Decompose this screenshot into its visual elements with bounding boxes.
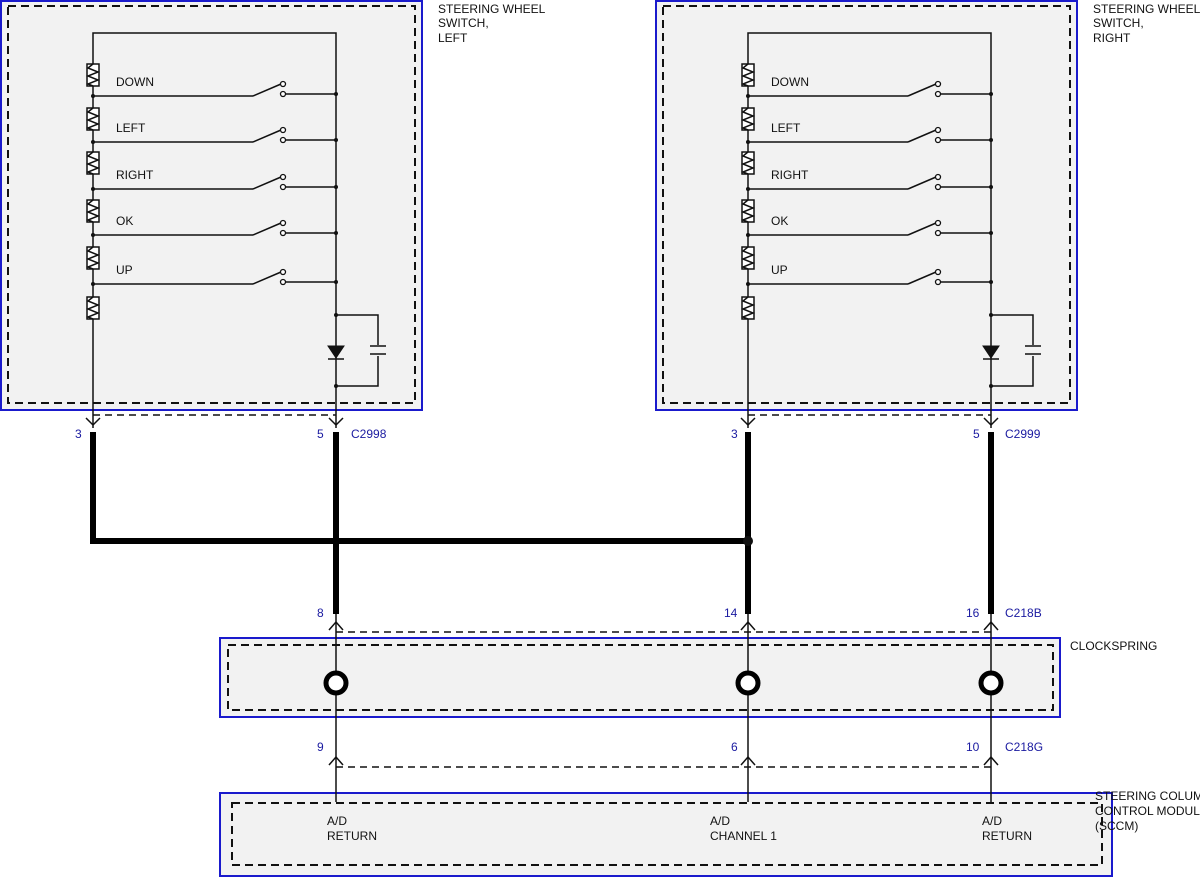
clockspring-box bbox=[219, 637, 1061, 718]
button-label-right-4: OK bbox=[771, 214, 788, 228]
resistor-5 bbox=[740, 246, 756, 270]
connector-c2999: 3 5 C2999 bbox=[731, 414, 1041, 441]
c2998-label: C2998 bbox=[351, 427, 387, 441]
switch-left-row-1: DOWN bbox=[91, 75, 338, 98]
connector-c218b: 8 14 16 C218B bbox=[317, 606, 1042, 633]
resistor-1 bbox=[85, 63, 101, 87]
button-label-right-5: UP bbox=[771, 263, 788, 277]
sccm-pin1-line2: RETURN bbox=[327, 829, 377, 843]
connector-c2998: 3 5 C2998 bbox=[75, 414, 387, 441]
sw-left-label-1: STEERING WHEEL bbox=[438, 2, 546, 16]
button-label-right-3: RIGHT bbox=[771, 168, 809, 182]
sccm-box bbox=[219, 792, 1113, 877]
c218b-label: C218B bbox=[1005, 606, 1042, 620]
sccm-label-1: STEERING COLUMN bbox=[1095, 789, 1200, 803]
harness-wires bbox=[90, 410, 994, 802]
resistor-3 bbox=[740, 151, 756, 175]
sccm-pin2-line2: CHANNEL 1 bbox=[710, 829, 777, 843]
sccm-pin2-line1: A/D bbox=[710, 814, 730, 828]
button-label-right-2: LEFT bbox=[771, 121, 801, 135]
switch-right-circuit: DOWN LEFT RIGHT OK UP bbox=[740, 32, 1041, 410]
switch-left-row-3: RIGHT bbox=[91, 168, 338, 191]
switch-right-row-5: UP bbox=[746, 263, 993, 286]
resistor-2 bbox=[740, 107, 756, 131]
button-label-left-5: UP bbox=[116, 263, 133, 277]
c218g-pin-9: 9 bbox=[317, 740, 324, 754]
c218b-pin-16: 16 bbox=[966, 606, 980, 620]
c218g-label: C218G bbox=[1005, 740, 1043, 754]
switch-right-row-3: RIGHT bbox=[746, 168, 993, 191]
sccm-label-3: (SCCM) bbox=[1095, 819, 1138, 833]
c2998-pin-5: 5 bbox=[317, 427, 324, 441]
c218b-pin-14: 14 bbox=[724, 606, 738, 620]
resistor-1 bbox=[740, 63, 756, 87]
button-label-left-2: LEFT bbox=[116, 121, 146, 135]
c2999-label: C2999 bbox=[1005, 427, 1041, 441]
sw-right-label-2: SWITCH, bbox=[1093, 16, 1144, 30]
switch-right-row-2: LEFT bbox=[746, 121, 993, 144]
switch-left-row-5: UP bbox=[91, 263, 338, 286]
resistor-3 bbox=[85, 151, 101, 175]
c218g-pin-10: 10 bbox=[966, 740, 980, 754]
sw-right-label-1: STEERING WHEEL bbox=[1093, 2, 1200, 16]
switch-left-circuit: DOWN LEFT RIGHT OK UP bbox=[85, 32, 386, 410]
button-label-left-1: DOWN bbox=[116, 75, 154, 89]
splice-dot bbox=[743, 536, 753, 546]
switch-right-row-4: OK bbox=[746, 214, 993, 237]
button-label-right-1: DOWN bbox=[771, 75, 809, 89]
sw-left-label-2: SWITCH, bbox=[438, 16, 489, 30]
clockspring-ring-1 bbox=[323, 670, 349, 696]
steering-wheel-switch-left-box bbox=[0, 0, 423, 411]
sccm-pin3-line2: RETURN bbox=[982, 829, 1032, 843]
switch-left-row-2: LEFT bbox=[91, 121, 338, 144]
sw-left-label-3: LEFT bbox=[438, 31, 468, 45]
sccm-pin3-line1: A/D bbox=[982, 814, 1002, 828]
c2999-pin-3: 3 bbox=[731, 427, 738, 441]
c2998-pin-3: 3 bbox=[75, 427, 82, 441]
connector-c218g: 9 6 10 C218G bbox=[317, 740, 1043, 768]
c218g-pin-6: 6 bbox=[731, 740, 738, 754]
diode-capacitor bbox=[982, 313, 1041, 388]
diode-capacitor bbox=[327, 313, 386, 388]
clockspring-ring-3 bbox=[978, 670, 1004, 696]
steering-wheel-switch-right-box bbox=[655, 0, 1078, 411]
sccm-label-2: CONTROL MODULE bbox=[1095, 804, 1200, 818]
sw-right-label-3: RIGHT bbox=[1093, 31, 1131, 45]
clockspring-label: CLOCKSPRING bbox=[1070, 639, 1157, 653]
resistor-5 bbox=[85, 246, 101, 270]
resistor-6 bbox=[85, 296, 101, 320]
button-label-left-4: OK bbox=[116, 214, 133, 228]
button-label-left-3: RIGHT bbox=[116, 168, 154, 182]
switch-left-row-4: OK bbox=[91, 214, 338, 237]
resistor-4 bbox=[740, 199, 756, 223]
clockspring-ring-2 bbox=[735, 670, 761, 696]
c218b-pin-8: 8 bbox=[317, 606, 324, 620]
sccm-pin1-line1: A/D bbox=[327, 814, 347, 828]
c2999-pin-5: 5 bbox=[973, 427, 980, 441]
resistor-4 bbox=[85, 199, 101, 223]
switch-right-row-1: DOWN bbox=[746, 75, 993, 98]
resistor-2 bbox=[85, 107, 101, 131]
resistor-6 bbox=[740, 296, 756, 320]
